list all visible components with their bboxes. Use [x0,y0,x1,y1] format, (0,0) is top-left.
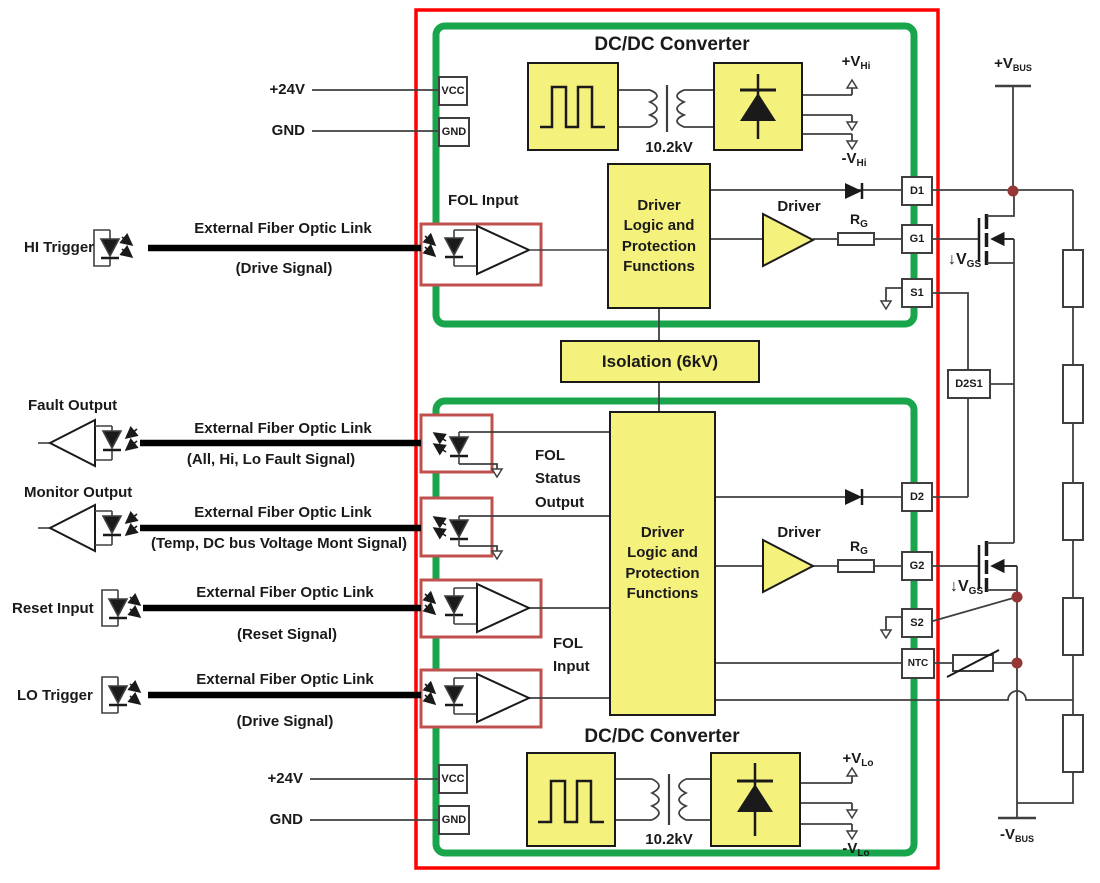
driver-amplifier-top [762,212,816,268]
fol-receiver-icon-fault-output [38,418,139,468]
label-fiber-signal-2: (All, Hi, Lo Fault Signal) [186,451,356,468]
driver-logic-block-bottom [609,411,716,716]
label-24v-top: +24V [269,81,305,98]
label-vgs-bottom: ↓VGS [950,578,984,597]
label-rg-top: RG [850,211,868,230]
diode-icon [737,763,773,836]
label-monitor-output: Monitor Output [24,484,133,501]
label-vlo-pos: +VLo [842,750,874,769]
gate-resistor-bottom [837,559,875,573]
label-reset-input: Reset Input [12,600,94,617]
label-gnd-bottom: GND [269,811,303,828]
pin-d1: D1 [901,176,933,206]
fol-led-icon-monitor [432,516,470,546]
label-vhi-pos: +VHi [841,53,871,72]
label-driver-top: Driver [777,198,821,215]
driver-amplifier-bottom [762,538,816,594]
fol-transmitter-icon-lo-trigger [101,676,142,714]
label-fiber-link-2: External Fiber Optic Link [194,420,372,437]
blocking-diode-top [845,183,864,199]
mosfet-icon-high-side [977,191,1015,265]
label-transformer-rating-top: 10.2kV [645,139,693,156]
square-wave-icon [540,85,605,129]
label-fol-input-top: FOL Input [448,192,519,209]
red-package-border [414,8,940,870]
gate-resistor-top [837,232,875,246]
pwm-oscillator-block-top [527,62,619,151]
label-transformer-rating-bottom: 10.2kV [645,831,693,848]
mosfet-icon-low-side [977,541,1018,592]
label-vgs-top: ↓VGS [948,251,982,270]
ground-icon [490,550,504,561]
ground-icon [490,468,504,479]
label-fiber-signal-3: (Temp, DC bus Voltage Mont Signal) [150,535,408,552]
thermistor-icon [946,649,1000,678]
label-vbus-neg: -VBUS [999,826,1035,844]
label-lo-trigger: LO Trigger [17,687,93,704]
fol-photodiode-amp-icon-lo [422,672,532,724]
label-vbus-pos: +VBUS [994,55,1032,73]
junction-dots [1007,185,1023,669]
label-fiber-signal-5: (Drive Signal) [236,713,334,730]
label-driver-logic-bottom: Driver Logic and Protection Functions [625,524,700,602]
label-vlo-neg: -VLo [842,840,870,859]
blocking-diode-bottom [845,489,864,505]
pwm-oscillator-block-bottom [526,752,616,847]
fol-photodiode-amp-icon-reset [422,582,532,634]
label-fiber-link-3: External Fiber Optic Link [194,504,372,521]
pin-vcc-bottom: VCC [438,764,468,794]
pin-s1: S1 [901,278,933,308]
fol-transmitter-icon-hi-trigger [93,229,134,267]
transformer-icon-top [647,85,687,132]
label-vhi-neg: -VHi [841,150,867,169]
terminal-arrows [490,78,893,841]
fol-photodiode-amp-icon-hi [422,224,608,276]
bus-resistor-chain [1062,249,1084,773]
fiber-optic-lines [140,244,421,699]
pin-g2: G2 [901,551,933,581]
isolation-block: Isolation (6kV) [560,340,760,383]
label-fiber-link-1: External Fiber Optic Link [194,220,372,237]
diode-icon [740,74,776,139]
fol-receiver-icon-monitor-output [38,503,139,553]
label-driver-bottom: Driver [777,524,821,541]
title-dcdc-top: DC/DC Converter [594,34,750,55]
label-gnd-top: GND [271,122,305,139]
label-fiber-signal-1: (Drive Signal) [235,260,333,277]
signal-wires [310,84,1074,831]
label-fol-status-output: FOL Status Output [535,447,585,511]
label-driver-logic-top: Driver Logic and Protection Functions [621,197,697,275]
label-fol-input-bottom: FOL Input [553,635,590,676]
fol-led-icon-fault [432,432,470,464]
pin-ntc: NTC [901,648,935,679]
label-fiber-signal-4: (Reset Signal) [236,626,338,643]
pin-gnd-bottom: GND [438,805,470,835]
pin-gnd-top: GND [438,117,470,147]
transformer-icon-bottom [649,774,689,825]
label-fiber-link-5: External Fiber Optic Link [196,671,374,688]
label-rg-bottom: RG [850,538,868,557]
pin-d2s1: D2S1 [947,369,991,399]
pin-s2: S2 [901,608,933,638]
pin-vcc-top: VCC [438,76,468,106]
title-dcdc-bottom: DC/DC Converter [584,726,740,747]
fol-transmitter-icon-reset-input [101,589,142,627]
rectifier-block-bottom [710,752,801,847]
ground-icon [879,629,893,640]
driver-logic-block-top [607,163,711,309]
pin-d2: D2 [901,482,933,512]
ground-icon [879,300,893,311]
label-24v-bottom: +24V [267,770,303,787]
green-module-border-top [432,22,918,328]
rectifier-block-top [713,62,803,151]
label-fault-output: Fault Output [28,397,118,414]
label-hi-trigger: HI Trigger [24,239,95,256]
pin-g1: G1 [901,224,933,254]
label-fiber-link-4: External Fiber Optic Link [196,584,374,601]
square-wave-icon [538,779,604,824]
